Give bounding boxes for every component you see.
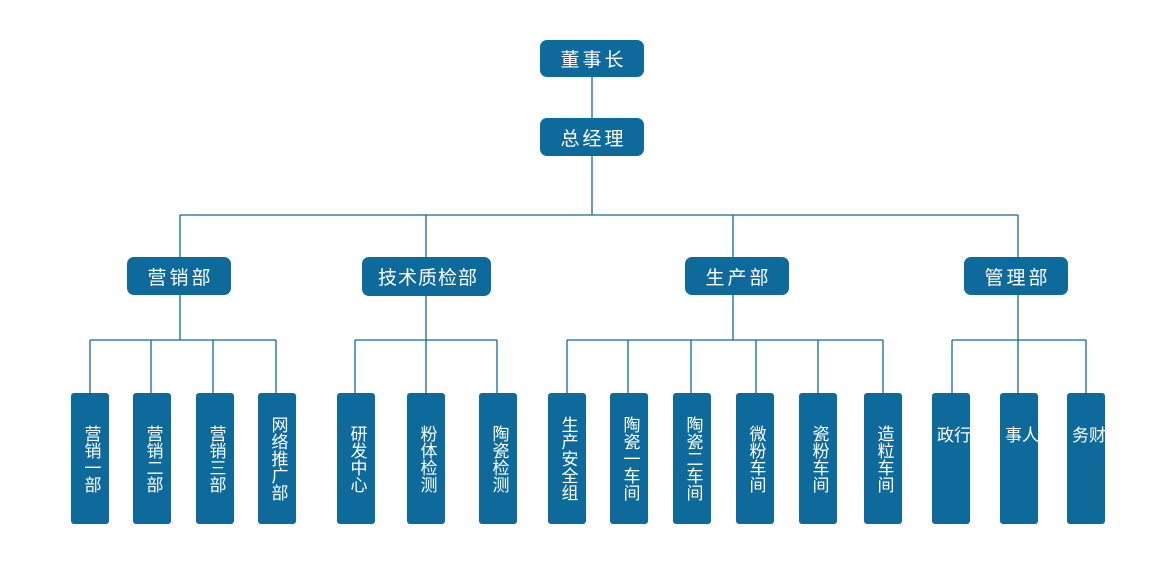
- node-unit: 陶瓷一车间: [610, 393, 648, 524]
- node-general-manager: 总经理: [540, 118, 644, 156]
- node-unit: 营销二部: [133, 393, 171, 524]
- node-unit: 财务: [1067, 393, 1105, 524]
- node-unit: 陶瓷检测: [479, 393, 517, 524]
- node-unit: 生产安全组: [548, 393, 586, 524]
- node-unit: 造粒车间: [864, 393, 902, 524]
- node-unit: 微粉车间: [736, 393, 774, 524]
- node-unit: 研发中心: [337, 393, 375, 524]
- node-unit: 营销一部: [71, 393, 109, 524]
- node-dept-production: 生产部: [685, 257, 789, 295]
- node-unit: 陶瓷二车间: [673, 393, 711, 524]
- node-unit: 网络推广部: [258, 393, 296, 524]
- node-unit: 营销三部: [196, 393, 234, 524]
- node-unit: 粉体检测: [407, 393, 445, 524]
- node-dept-admin: 管理部: [964, 257, 1068, 295]
- node-chairman: 董事长: [540, 40, 644, 77]
- node-unit: 瓷粉车间: [799, 393, 837, 524]
- node-dept-tech-qc: 技术质检部: [362, 257, 491, 296]
- node-unit: 人事: [1000, 393, 1038, 524]
- node-unit: 行政: [932, 393, 970, 524]
- node-dept-marketing: 营销部: [127, 257, 231, 295]
